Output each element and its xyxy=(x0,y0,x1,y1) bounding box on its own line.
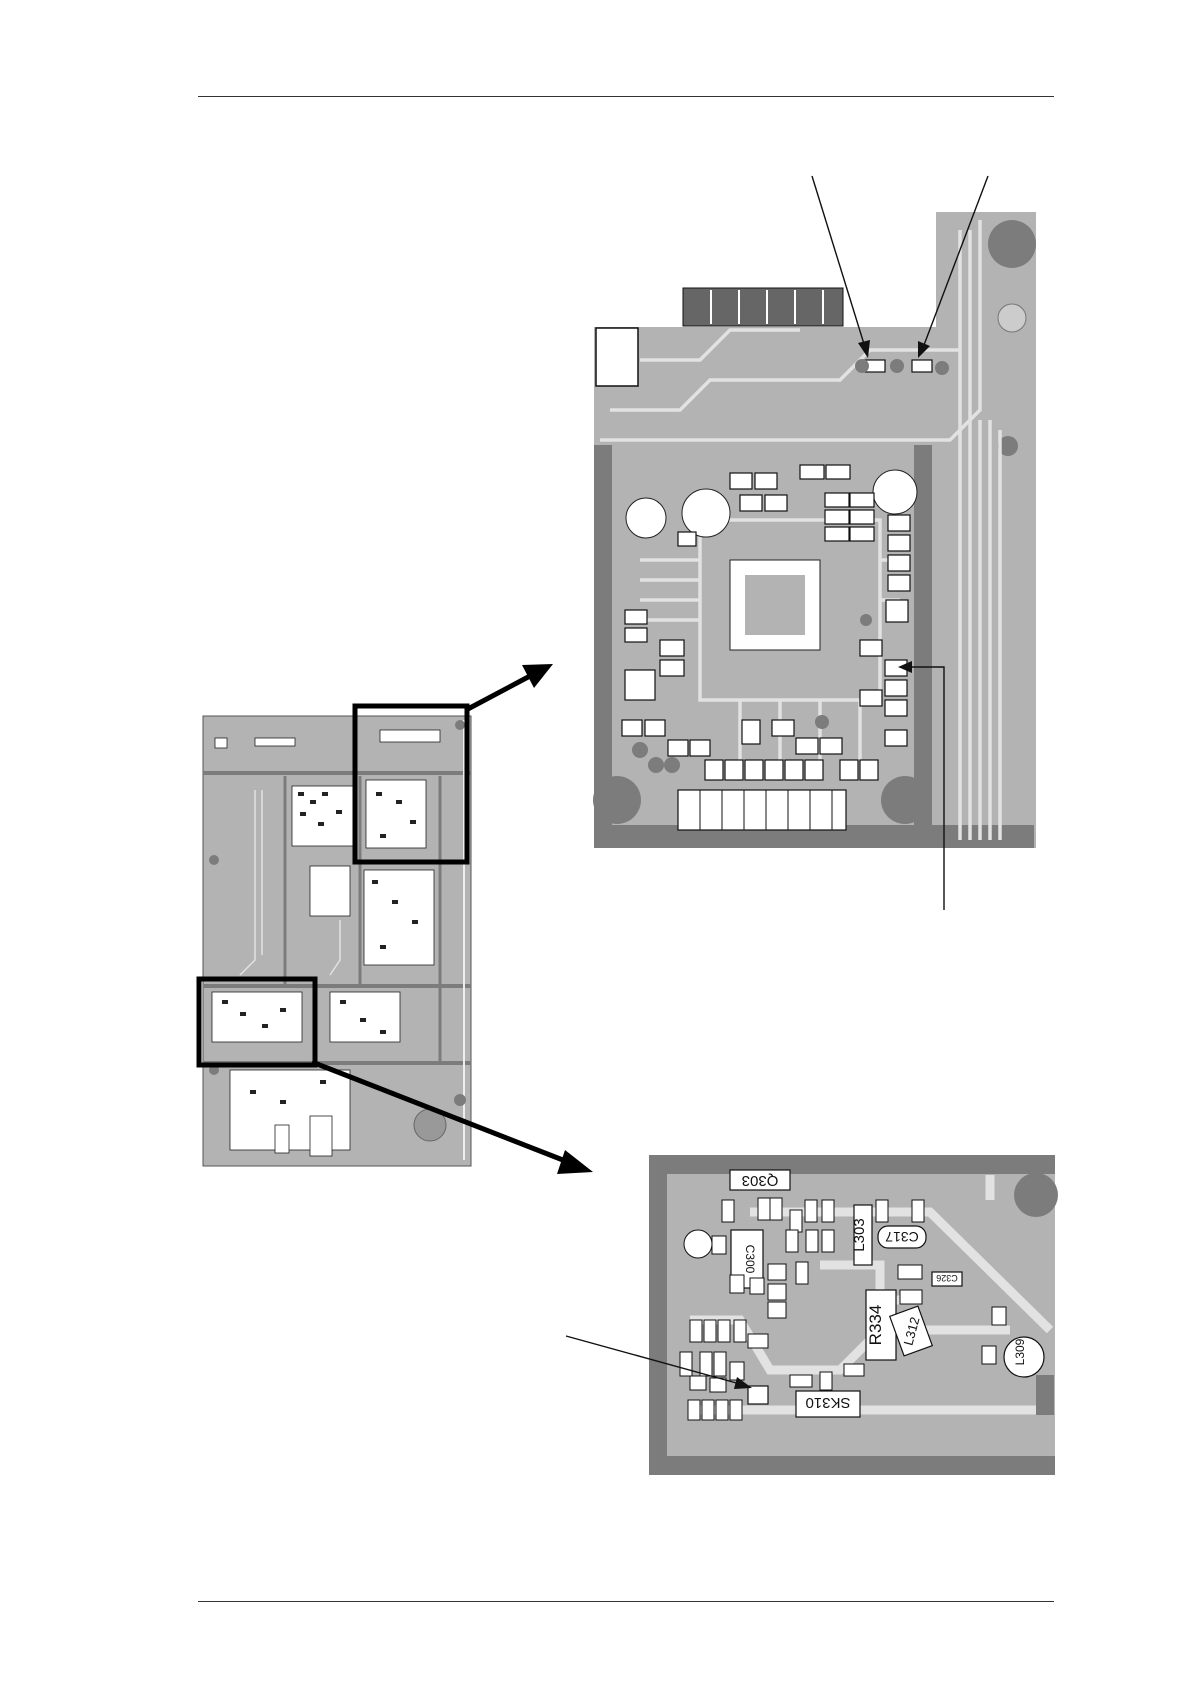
label-l309: L309 xyxy=(1013,1338,1027,1365)
board-overview xyxy=(199,706,471,1166)
detail-top xyxy=(593,212,1036,848)
label-q303: Q303 xyxy=(742,1172,779,1189)
label-c317: C317 xyxy=(885,1229,919,1245)
label-c300: C300 xyxy=(743,1245,757,1274)
detail-bottom: Q303 C300 L303 C317 R334 L312 C326 L309 … xyxy=(649,1155,1058,1475)
label-l303: L303 xyxy=(851,1218,868,1251)
label-c326: C326 xyxy=(936,1273,958,1283)
label-r334: R334 xyxy=(866,1305,885,1346)
label-sk310: SK310 xyxy=(805,1394,850,1411)
